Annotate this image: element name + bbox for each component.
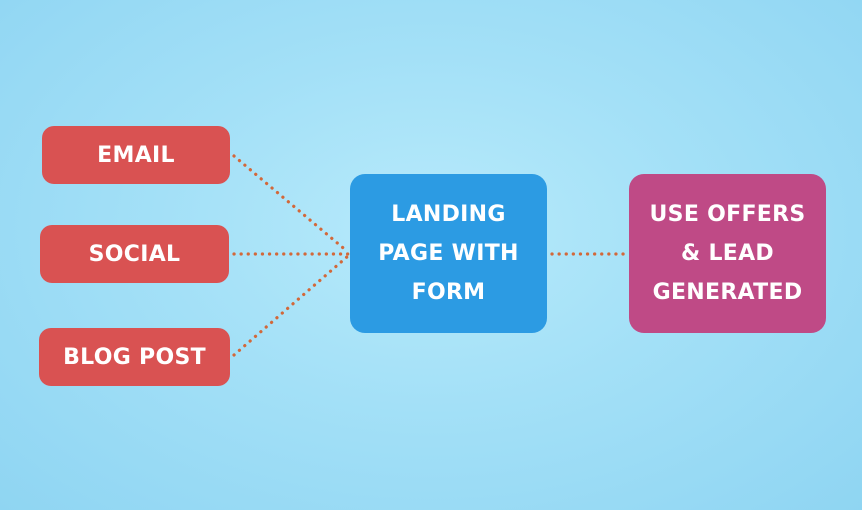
source-label-email: EMAIL: [97, 142, 175, 168]
result-node: USE OFFERS & LEAD GENERATED: [629, 174, 826, 333]
result-line-1: USE OFFERS: [649, 202, 806, 227]
landing-line-3: FORM: [411, 280, 486, 305]
landing-page-label: LANDING PAGE WITH FORM: [378, 195, 518, 312]
result-line-3: GENERATED: [652, 280, 803, 305]
connector-blog-to-landing: [232, 254, 350, 357]
source-label-blog-post: BLOG POST: [63, 344, 206, 370]
result-line-2: & LEAD: [681, 241, 774, 266]
connector-email-to-landing: [232, 154, 350, 254]
landing-line-2: PAGE WITH: [378, 241, 519, 266]
source-label-social: SOCIAL: [88, 241, 181, 267]
landing-page-node: LANDING PAGE WITH FORM: [350, 174, 547, 333]
landing-line-1: LANDING: [391, 202, 506, 227]
source-node-blog-post: BLOG POST: [39, 328, 230, 386]
source-node-social: SOCIAL: [40, 225, 229, 283]
source-node-email: EMAIL: [42, 126, 230, 184]
result-label: USE OFFERS & LEAD GENERATED: [650, 195, 806, 312]
